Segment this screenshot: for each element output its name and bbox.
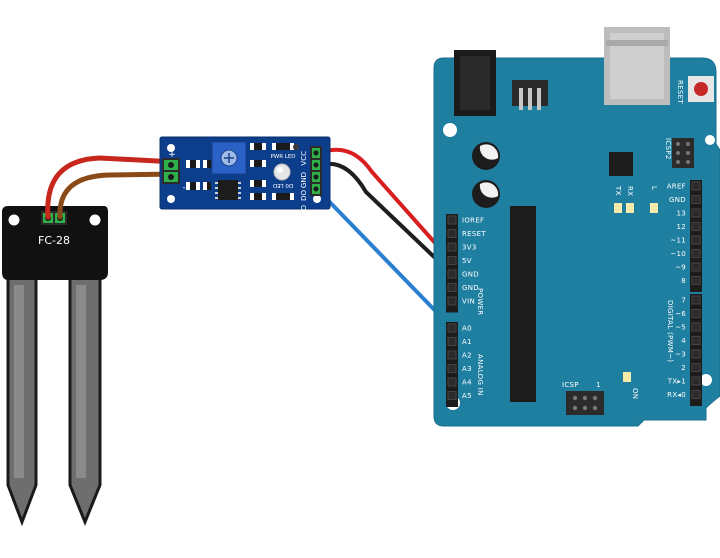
analog-socket <box>447 391 457 400</box>
power-socket <box>447 283 457 292</box>
digital-pin-label: ~3 <box>675 351 686 359</box>
rx-label: RX <box>626 186 634 196</box>
reset-label: RESET <box>676 80 684 104</box>
svg-text:1: 1 <box>596 381 601 389</box>
digital-pin-label: 4 <box>681 337 686 345</box>
wire-analog <box>316 188 454 330</box>
digital-pin-label: 2 <box>681 364 686 372</box>
digital-pin-label: GND <box>669 196 686 204</box>
digital-header: AREF GND 13 12 ~11 ~10 ~9 8 7 ~6 ~5 4 ~3 2TX▸1RX◂0 <box>667 180 702 406</box>
power-socket <box>447 269 457 279</box>
wire-probe-brown <box>57 171 179 220</box>
power-socket <box>447 215 457 225</box>
digital-socket <box>691 363 701 372</box>
digital-pin-label: AREF <box>667 183 686 191</box>
wire-probe-red <box>45 155 179 220</box>
capacitors <box>472 142 500 208</box>
pwr-led-label: PWR LED <box>270 154 295 160</box>
analog-pin-label: A5 <box>462 392 472 400</box>
digital-socket <box>691 276 701 285</box>
analog-socket <box>447 377 457 387</box>
power-pin-label: RESET <box>462 230 486 238</box>
module-pin-labels: VCC GND DO AO <box>300 151 308 215</box>
sensor-module: + - <box>159 136 331 215</box>
probe-head <box>2 206 108 280</box>
module-pin-do: DO <box>300 190 308 201</box>
d0-led-label: D0 LED <box>273 182 293 188</box>
digital-pin-label: ~11 <box>670 237 686 245</box>
analog-pin-label: A1 <box>462 338 472 346</box>
tx-label: TX <box>614 185 622 196</box>
analog-socket <box>447 323 457 333</box>
arduino-pcb <box>433 57 720 427</box>
power-pin-label: IOREF <box>462 217 484 225</box>
module-pin-gnd: GND <box>300 172 308 188</box>
digital-socket <box>691 390 701 399</box>
digital-pin-label: 7 <box>681 297 686 305</box>
digital-title: DIGITAL (PWM~) <box>666 300 674 362</box>
digital-pin-label: ~10 <box>670 250 686 258</box>
digital-socket <box>691 322 701 332</box>
digital-socket <box>691 181 701 191</box>
module-minus-label: - <box>182 183 185 193</box>
digital-pin-label: 8 <box>681 277 686 285</box>
digital-pin-label: 12 <box>676 223 686 231</box>
analog-pin-label: A4 <box>462 379 472 387</box>
module-pin-ao: AO <box>300 205 308 216</box>
digital-socket <box>691 336 701 345</box>
power-pin-label: GND <box>462 271 479 279</box>
power-socket <box>447 296 457 306</box>
analog-pin-label: A3 <box>462 365 472 373</box>
analog-title: ANALOG IN <box>476 354 484 396</box>
digital-socket <box>691 208 701 218</box>
digital-socket <box>691 262 701 272</box>
digital-socket <box>691 222 701 231</box>
l-label: L <box>650 186 658 190</box>
digital-pin-label: ~5 <box>675 324 686 332</box>
analog-socket <box>447 364 457 373</box>
digital-pin-label: ~6 <box>675 310 686 318</box>
icsp2-label: ICSP2 <box>664 138 672 160</box>
arduino-board: RESET ICSP2 TX RX L ON ICSP 1 <box>433 27 720 427</box>
power-pin-label: 3V3 <box>462 244 477 252</box>
digital-socket <box>691 309 701 318</box>
probe-label: FC-28 <box>38 234 70 247</box>
power-socket <box>447 242 457 252</box>
icsp-label: ICSP <box>562 381 579 389</box>
on-label: ON <box>631 388 639 399</box>
comparator-chip <box>218 180 238 200</box>
digital-socket <box>691 295 701 305</box>
digital-socket <box>691 235 701 245</box>
power-pin-label: VIN <box>462 298 475 306</box>
icsp-header <box>566 391 604 415</box>
module-pin-vcc: VCC <box>300 151 308 166</box>
digital-socket <box>691 195 701 204</box>
power-socket <box>447 256 457 265</box>
digital-socket <box>691 349 701 359</box>
digital-pin-label: 13 <box>676 210 686 218</box>
digital-pin-label: RX◂0 <box>667 391 686 399</box>
digital-pin-label: TX▸1 <box>667 378 686 386</box>
analog-socket <box>447 337 457 346</box>
analog-pin-label: A2 <box>462 352 472 360</box>
digital-socket <box>691 376 701 386</box>
power-header: IOREF RESET 3V3 5V GND GND VIN <box>446 214 486 313</box>
microcontroller <box>510 206 536 402</box>
power-pin-label: GND <box>462 284 479 292</box>
power-title: POWER <box>476 288 484 315</box>
analog-pin-label: A0 <box>462 325 472 333</box>
analog-socket <box>447 350 457 360</box>
power-socket <box>447 229 457 238</box>
module-plus-label: + <box>168 150 176 160</box>
digital-socket <box>691 249 701 258</box>
digital-pin-label: ~9 <box>675 264 686 272</box>
power-pin-label: 5V <box>462 257 472 265</box>
soil-moisture-probe: FC-28 <box>2 206 108 527</box>
